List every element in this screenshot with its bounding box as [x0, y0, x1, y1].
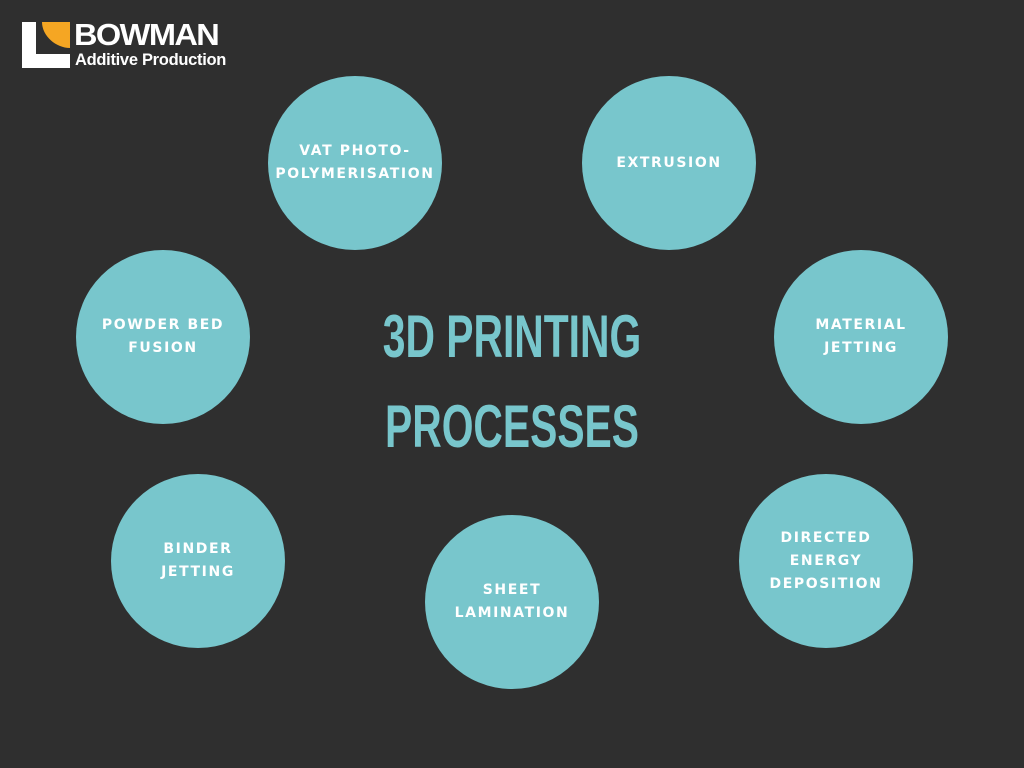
process-directed-energy-deposition: DIRECTED ENERGY DEPOSITION [739, 474, 913, 648]
brand-logo: BOWMAN Additive Production [22, 17, 252, 72]
process-label: DIRECTED ENERGY DEPOSITION [769, 529, 883, 592]
process-label: SHEET LAMINATION [454, 582, 570, 621]
process-material-jetting: MATERIAL JETTING [774, 250, 948, 424]
title-line-2: PROCESSES [385, 393, 639, 460]
process-label: BINDER JETTING [161, 541, 235, 580]
process-powder-bed-fusion: POWDER BED FUSION [76, 250, 250, 424]
brand-name: BOWMAN [74, 17, 220, 52]
process-label: POWDER BED FUSION [101, 317, 225, 356]
brand-tagline: Additive Production [75, 51, 227, 69]
process-label: EXTRUSION [616, 154, 722, 171]
process-sheet-lamination: SHEET LAMINATION [425, 515, 599, 689]
process-binder-jetting: BINDER JETTING [111, 474, 285, 648]
process-label: VAT PHOTO- POLYMERISATION [275, 143, 435, 182]
process-vat-photopolymerisation: VAT PHOTO- POLYMERISATION [268, 76, 442, 250]
process-extrusion: EXTRUSION [582, 76, 756, 250]
title-line-1: 3D PRINTING [382, 303, 642, 370]
diagram-title: 3D PRINTING PROCESSES [312, 292, 712, 472]
bowman-logo-mark-icon [22, 22, 70, 68]
process-label: MATERIAL JETTING [815, 317, 907, 356]
